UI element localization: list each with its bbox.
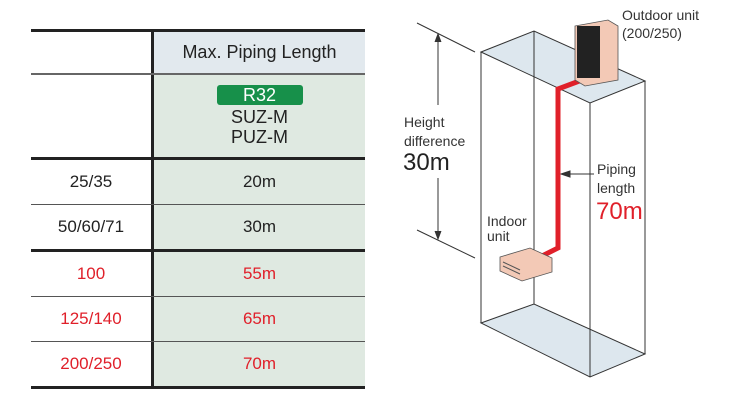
indoor-unit-label-2: unit <box>487 228 510 244</box>
piping-length-table: Max. Piping Length R32 SUZ-M PUZ-M 25/35… <box>31 29 365 389</box>
model-puz: PUZ-M <box>231 127 288 147</box>
r32-badge: R32 <box>216 85 303 105</box>
height-value: 30m <box>403 149 450 176</box>
model-suz: SUZ-M <box>231 107 288 127</box>
piping-label: Piping <box>597 161 636 177</box>
height-label-2: difference <box>404 133 466 149</box>
outdoor-unit-icon <box>574 19 619 87</box>
outdoor-unit-sub: (200/250) <box>622 25 682 41</box>
refrigerant-pipe <box>534 74 591 262</box>
building-bottom-face <box>479 303 647 378</box>
indoor-unit-label: Indoor <box>487 213 527 229</box>
indoor-unit-icon <box>499 247 553 282</box>
outdoor-unit-label: Outdoor unit <box>622 7 700 23</box>
header-max-piping-length: Max. Piping Length <box>154 32 365 73</box>
piping-label-2: length <box>597 180 636 196</box>
model-row: R32 SUZ-M PUZ-M <box>31 75 365 160</box>
building-top-face <box>479 30 647 104</box>
height-label: Height <box>404 114 445 130</box>
piping-value: 70m <box>596 198 643 225</box>
table-header-row: Max. Piping Length <box>31 29 365 75</box>
